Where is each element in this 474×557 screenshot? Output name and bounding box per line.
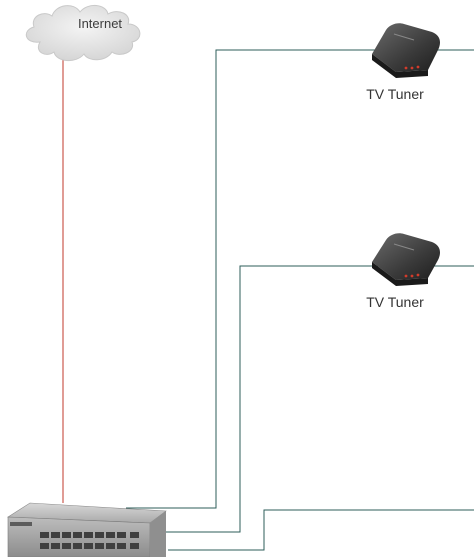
internet-label: Internet: [77, 16, 123, 31]
link-offscreen-device: [168, 509, 474, 551]
tv-tuner-label-top: TV Tuner: [366, 86, 424, 102]
tv-tuner-icon: [372, 233, 440, 286]
link-tuner-top: [126, 49, 474, 509]
network-switch-icon: [7, 502, 167, 557]
link-tuner-middle: [160, 265, 474, 533]
connections: [62, 49, 474, 551]
cloud-icon: [25, 5, 141, 61]
tv-tuner-label-middle: TV Tuner: [366, 294, 424, 310]
tv-tuner-icon: [372, 23, 440, 78]
